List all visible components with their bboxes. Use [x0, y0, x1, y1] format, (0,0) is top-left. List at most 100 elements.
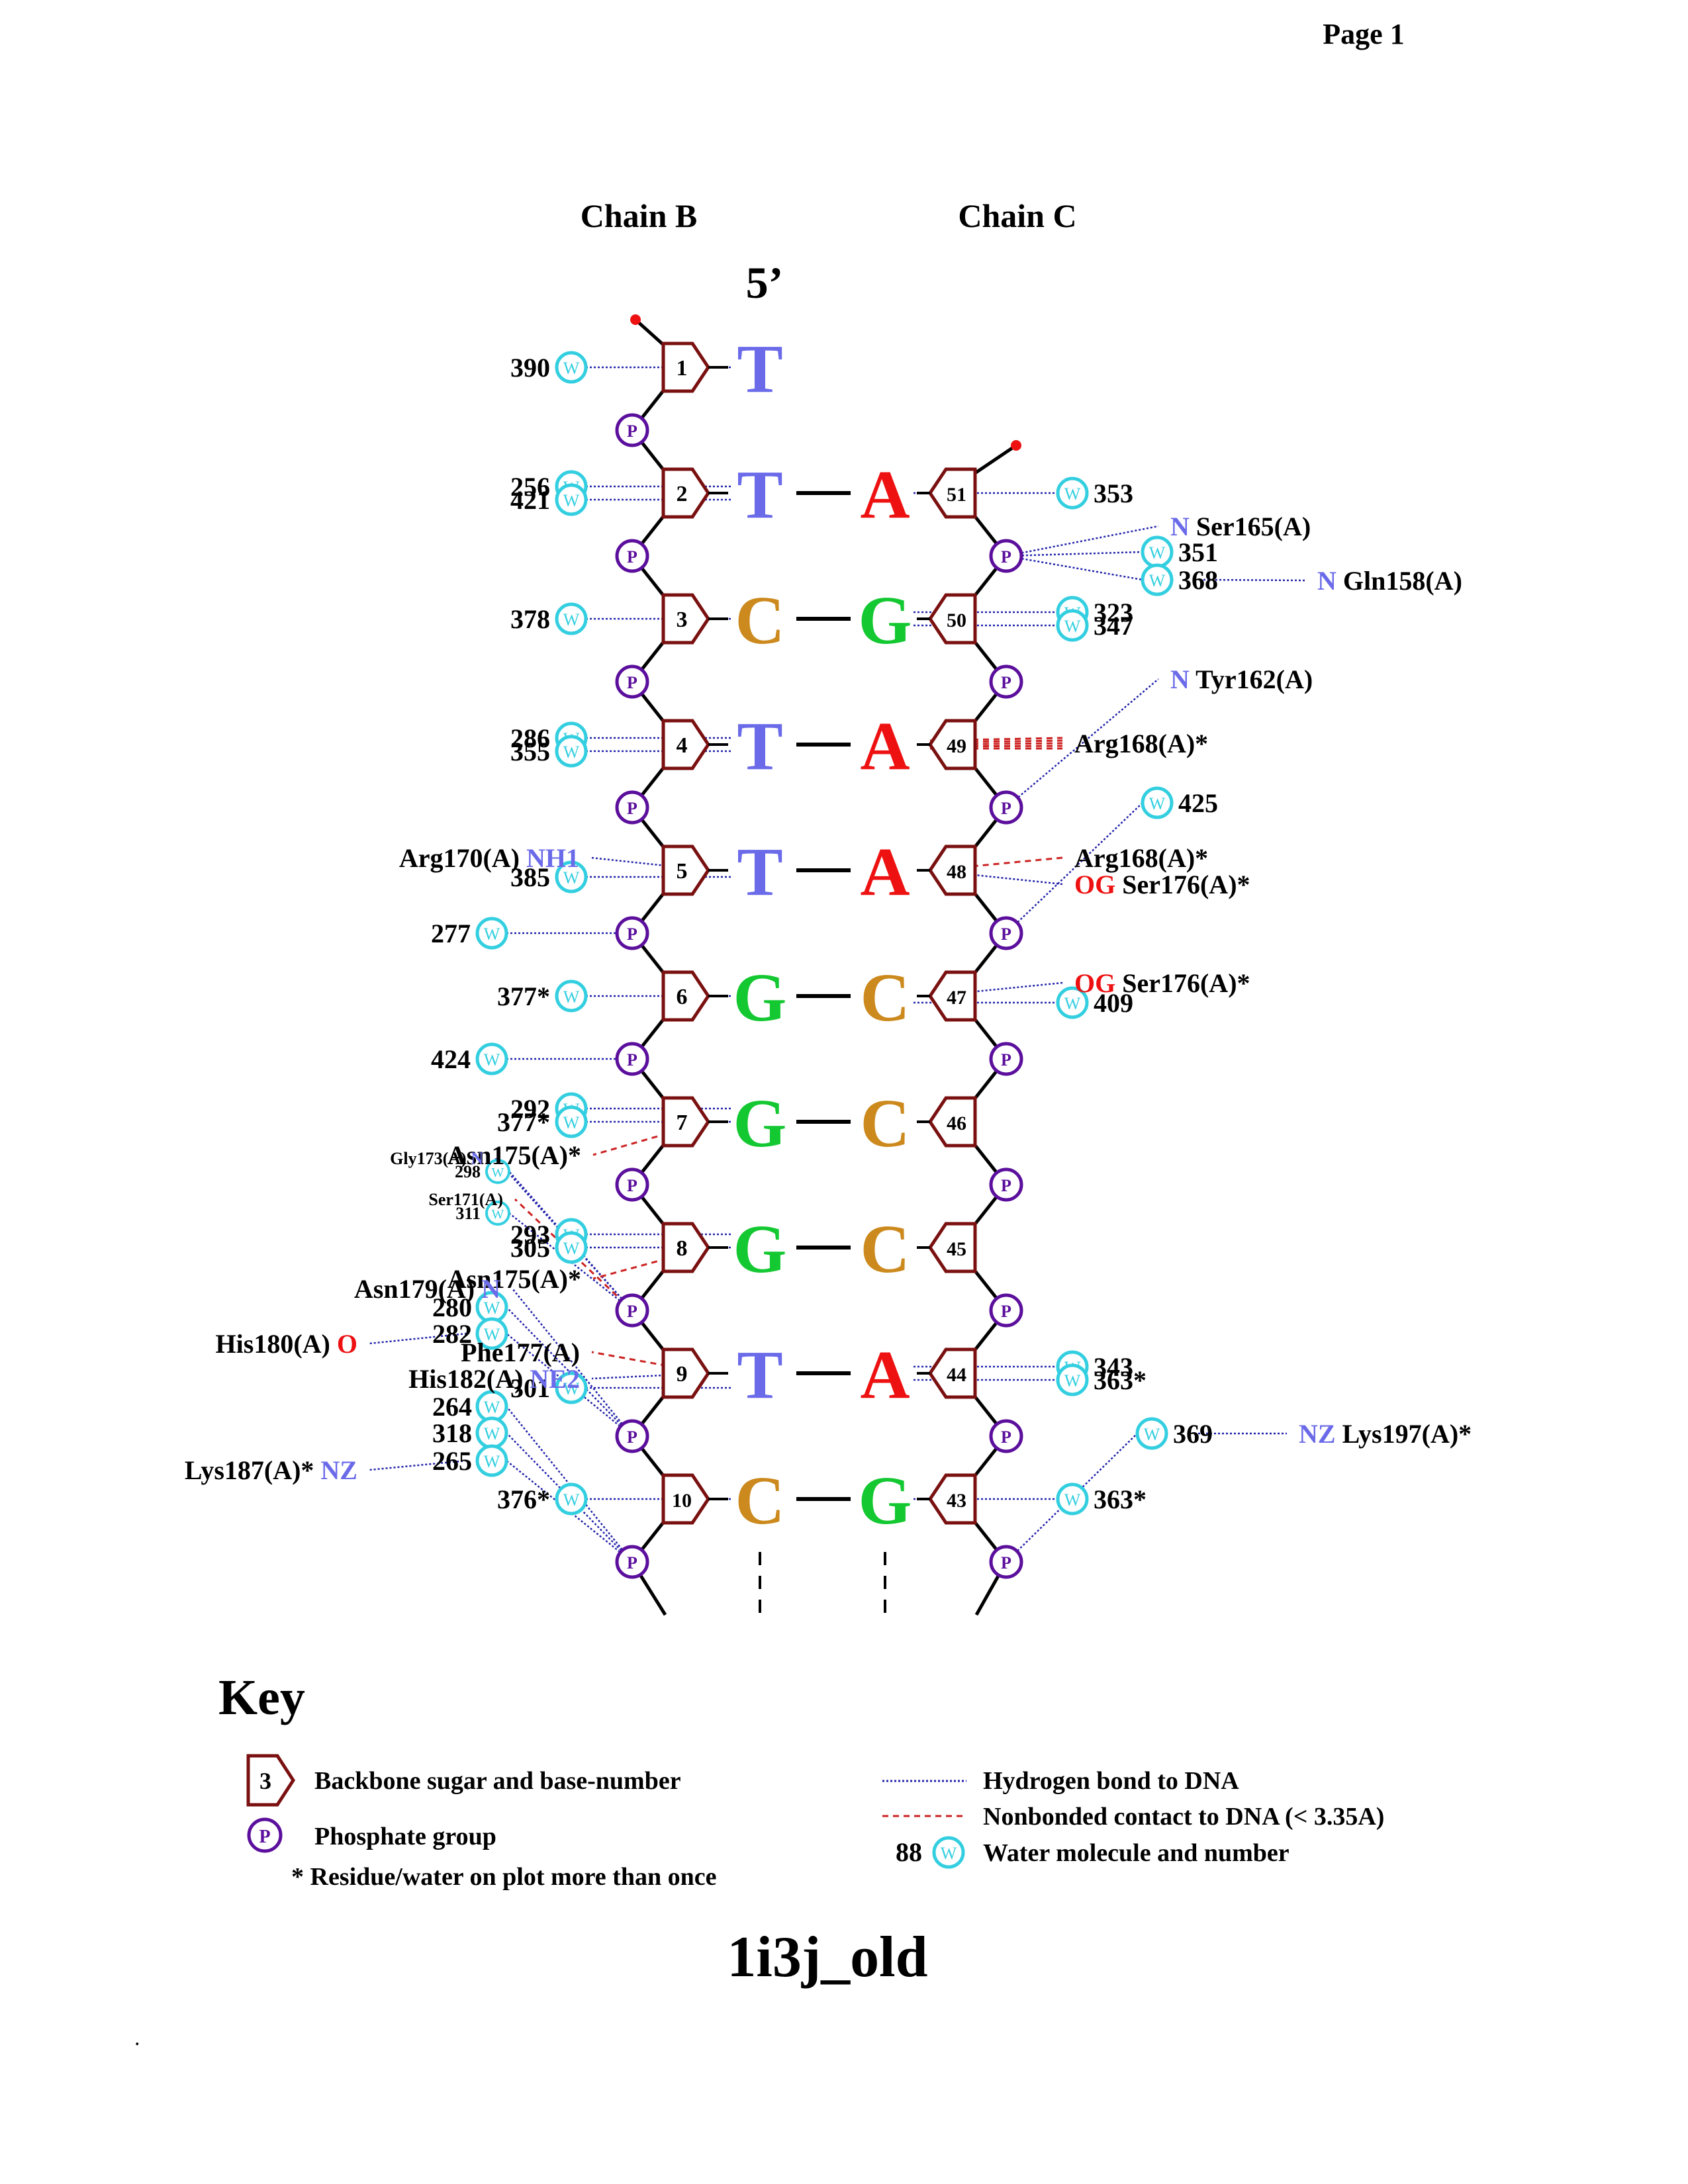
sugar-number: 46 — [947, 1113, 966, 1134]
residue-contact-line — [591, 1372, 709, 1380]
residue-label: Lys187(A)* NZ — [185, 1455, 357, 1485]
water-number: 409 — [1094, 988, 1133, 1018]
water-number: 363* — [1094, 1484, 1147, 1514]
residue-label: N Ser165(A) — [1170, 512, 1311, 541]
water-number: 311 — [455, 1204, 481, 1223]
left-phosphate — [615, 1042, 649, 1076]
residue-label: OG Ser176(A)* — [1074, 870, 1250, 899]
water-number: 286 — [510, 723, 550, 753]
key-hbond-label: Hydrogen bond to DNA — [983, 1767, 1239, 1795]
residue-atom: OG — [1074, 870, 1115, 899]
phosphate-letter: P — [1001, 673, 1011, 692]
right-sugar — [927, 719, 977, 770]
water-letter: W — [1149, 794, 1166, 813]
water-number: 385 — [510, 862, 550, 892]
residue-label: Asn175(A)* — [447, 1264, 581, 1294]
water-letter: W — [484, 1050, 500, 1069]
right-phosphate — [989, 1419, 1023, 1453]
water-letter: W — [484, 1452, 500, 1471]
water-number: 378 — [510, 604, 550, 634]
residue-label: Asn175(A)* — [447, 1140, 581, 1170]
water-letter: W — [1064, 617, 1081, 636]
residue-name: Arg168(A)* — [1074, 729, 1208, 758]
water-icon — [555, 602, 588, 635]
residue-contact-line — [369, 1332, 467, 1345]
residue-atom: N — [471, 1149, 483, 1168]
sugar-number: 6 — [677, 985, 688, 1009]
residue-contact-line — [592, 1120, 709, 1156]
left-phosphate — [615, 916, 649, 950]
phosphate-letter: P — [627, 799, 637, 818]
residue-name: His182(A) — [408, 1364, 523, 1394]
sugar-number: 47 — [947, 987, 966, 1009]
left-sugar — [661, 1096, 711, 1148]
water-letter: W — [1064, 1490, 1081, 1510]
water-letter: W — [563, 1379, 580, 1398]
water-letter: W — [563, 868, 580, 887]
residue-contact-line — [592, 1246, 709, 1280]
sugar-number: 3 — [677, 608, 688, 632]
residue-atom: N — [1317, 566, 1336, 596]
key-phosphate-icon — [247, 1817, 283, 1853]
right-base-letter: A — [860, 834, 910, 910]
residue-name: Ser176(A)* — [1122, 968, 1250, 998]
phosphate-letter: P — [627, 1050, 637, 1069]
residue-name: Ser165(A) — [1196, 512, 1311, 541]
residue-name: Gln158(A) — [1343, 566, 1462, 596]
water-icon — [1056, 1363, 1089, 1396]
left-base-letter: G — [733, 1085, 787, 1161]
right-sugar — [927, 1096, 977, 1148]
right-sugar — [927, 467, 977, 519]
left-phosphate — [615, 413, 649, 447]
water-letter: W — [1149, 543, 1166, 563]
left-sugar — [661, 467, 711, 519]
water-number: 355 — [510, 737, 550, 766]
residue-label: Arg168(A)* — [1074, 729, 1208, 758]
right-phosphate — [989, 1042, 1023, 1076]
water-letter: W — [563, 1490, 580, 1510]
residue-name: Asn179(A) — [354, 1274, 475, 1304]
residue-name: Gly173(A) — [390, 1149, 467, 1168]
water-letter: W — [563, 610, 580, 629]
residue-name: Tyr162(A) — [1196, 664, 1313, 694]
water-letter: W — [563, 1113, 580, 1132]
water-icon — [1056, 1482, 1089, 1516]
right-base-letter: G — [859, 1463, 912, 1539]
residue-name: Ser171(A) — [428, 1190, 503, 1209]
phosphate-letter: P — [627, 1302, 637, 1321]
right-base-letter: C — [860, 1085, 910, 1161]
residue-name: Phe177(A) — [461, 1338, 580, 1367]
water-number: 347 — [1094, 611, 1133, 641]
left-sugar — [661, 1473, 711, 1525]
key-nonbond-label: Nonbonded contact to DNA (< 3.35A) — [983, 1803, 1384, 1831]
left-sugar — [661, 719, 711, 770]
key-water-icon — [932, 1836, 965, 1869]
residue-atom: NH1 — [526, 843, 579, 873]
key-sugar-number: 3 — [259, 1768, 271, 1794]
water-letter: W — [492, 1207, 504, 1222]
key-repeat-label: * Residue/water on plot more than once — [291, 1863, 716, 1891]
water-number: 277 — [431, 919, 471, 948]
water-number: 280 — [432, 1293, 472, 1322]
water-icon — [555, 1105, 588, 1138]
residue-contact-line — [1006, 678, 1159, 808]
residue-atom: N — [1170, 664, 1190, 694]
left-sugar — [661, 341, 711, 393]
residue-label: Phe177(A) — [461, 1338, 580, 1367]
key-title: Key — [218, 1670, 305, 1725]
water-letter: W — [484, 925, 500, 944]
phosphate-letter: P — [1001, 547, 1011, 567]
water-icon — [485, 1201, 510, 1226]
phosphate-letter: P — [1001, 1302, 1011, 1321]
residue-atom: N — [1170, 512, 1190, 541]
residue-label: Arg170(A) NH1 — [399, 843, 579, 873]
right-base-letter: C — [860, 960, 910, 1036]
left-base-letter: G — [733, 960, 787, 1036]
left-base-letter: T — [737, 331, 782, 407]
residue-contact-line — [1006, 525, 1159, 557]
left-base-letter: G — [733, 1211, 787, 1287]
left-base-letter: C — [735, 582, 784, 659]
water-letter: W — [1149, 571, 1166, 590]
right-base-letter: A — [860, 708, 910, 784]
